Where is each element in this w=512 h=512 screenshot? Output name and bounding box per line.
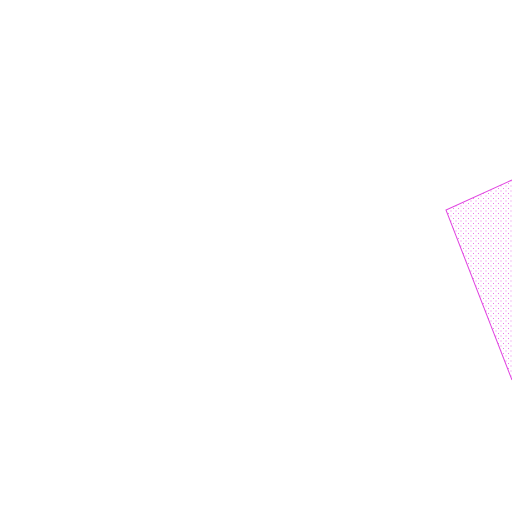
stippled-shape-fill	[446, 180, 512, 380]
stippled-shape-outline	[445, 179, 512, 381]
